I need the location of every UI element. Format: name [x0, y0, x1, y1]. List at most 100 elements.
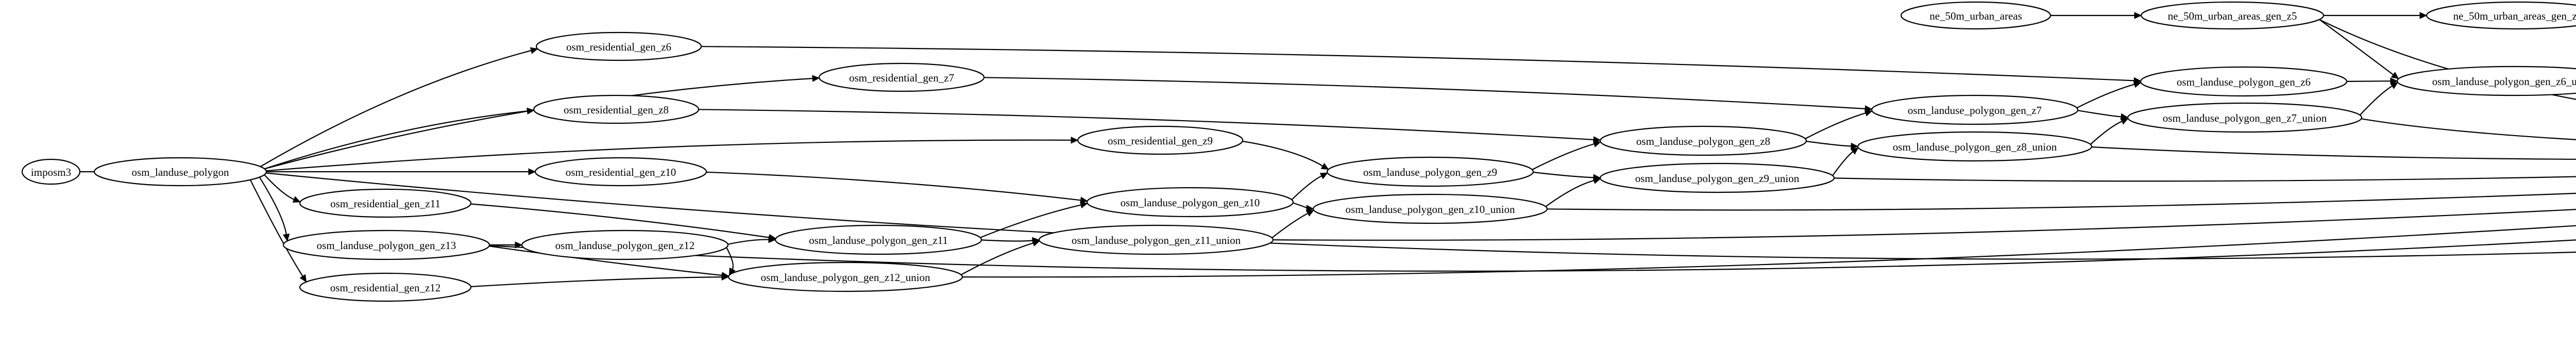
graph-edge: [264, 110, 528, 170]
edge-arrowhead: [768, 236, 776, 243]
graph-node-osm_landuse_polygon[interactable]: osm_landuse_polygon: [93, 157, 267, 187]
edge-arrowhead: [282, 233, 290, 242]
node-label: osm_landuse_polygon_gen_z7_union: [2163, 112, 2327, 124]
graph-node-ne_50m_urban_areas_gen_z5[interactable]: ne_50m_urban_areas_gen_z5: [2140, 1, 2325, 30]
graph-node-osm_landuse_polygon_gen_z7_union[interactable]: osm_landuse_polygon_gen_z7_union: [2127, 102, 2363, 133]
graph-node-osm_residential_gen_z12[interactable]: osm_residential_gen_z12: [299, 272, 472, 302]
node-shape: [299, 272, 472, 302]
edge-arrowhead: [721, 272, 730, 279]
graph-edge: [962, 225, 2576, 278]
graph-edge: [266, 139, 1072, 172]
graph-node-osm_residential_gen_z7[interactable]: osm_residential_gen_z7: [818, 62, 985, 92]
edge-arrowhead: [1319, 172, 1328, 179]
graph-node-osm_landuse_polygon_gen_z12[interactable]: osm_landuse_polygon_gen_z12: [521, 229, 729, 260]
node-shape: [2140, 1, 2325, 30]
node-label: ne_50m_urban_areas_gen_z5: [2168, 10, 2297, 22]
node-label: osm_landuse_polygon_gen_z10_union: [1346, 203, 1515, 216]
edge-arrowhead: [1071, 137, 1079, 144]
graph-node-osm_landuse_polygon_gen_z11_union[interactable]: osm_landuse_polygon_gen_z11_union: [1038, 224, 1274, 255]
edge-arrowhead: [1851, 142, 1859, 150]
edge-arrowhead: [530, 47, 538, 54]
graph-edge: [264, 78, 813, 170]
node-shape: [727, 261, 963, 292]
edge-arrowhead: [2120, 118, 2129, 125]
graph-node-osm_landuse_polygon_gen_z7[interactable]: osm_landuse_polygon_gen_z7: [1871, 94, 2079, 125]
node-label: osm_landuse_polygon_gen_z8: [1636, 135, 1770, 147]
node-shape: [299, 188, 472, 218]
edge-arrowhead: [2390, 77, 2398, 85]
graph-edge: [1272, 212, 1309, 239]
edge-arrowhead: [1080, 196, 1088, 204]
edge-arrowhead: [1306, 205, 1314, 212]
graph-node-osm_landuse_polygon_gen_z10[interactable]: osm_landuse_polygon_gen_z10: [1086, 187, 1294, 218]
graph-node-ne_50m_urban_areas_gen_z4[interactable]: ne_50m_urban_areas_gen_z4: [2426, 1, 2576, 30]
node-shape: [1599, 162, 1835, 193]
graph-node-osm_residential_gen_z10[interactable]: osm_residential_gen_z10: [534, 157, 707, 187]
graph-node-osm_residential_gen_z6[interactable]: osm_residential_gen_z6: [535, 31, 702, 61]
graph-edge: [489, 245, 722, 276]
edge-arrowhead: [2133, 81, 2142, 88]
node-label: osm_landuse_polygon_gen_z11: [809, 234, 948, 246]
edge-arrowhead: [1864, 109, 1873, 117]
graph-node-osm_landuse_polygon_gen_z6[interactable]: osm_landuse_polygon_gen_z6: [2140, 66, 2348, 97]
graph-edge: [984, 77, 1866, 109]
node-shape: [2426, 1, 2576, 30]
node-shape: [1900, 1, 2052, 30]
edge-arrowhead: [1320, 162, 1329, 170]
graph-edge: [1533, 171, 1594, 178]
graph-edge: [1532, 143, 1595, 170]
graph-node-osm_landuse_polygon_gen_z9[interactable]: osm_landuse_polygon_gen_z9: [1326, 156, 1534, 187]
graph-node-osm_landuse_polygon_gen_z13[interactable]: osm_landuse_polygon_gen_z13: [282, 229, 490, 260]
node-label: osm_residential_gen_z11: [330, 198, 440, 210]
graph-edge: [2076, 84, 2135, 109]
graph-node-ne_50m_urban_areas[interactable]: ne_50m_urban_areas: [1900, 1, 2052, 30]
graph-node-osm_landuse_polygon_gen_z10_union[interactable]: osm_landuse_polygon_gen_z10_union: [1312, 193, 1548, 224]
graph-edge: [1293, 202, 1308, 209]
graph-node-osm_residential_gen_z9[interactable]: osm_residential_gen_z9: [1077, 125, 1244, 155]
graph-edge: [1806, 140, 1852, 147]
node-label: osm_landuse_polygon_gen_z12: [555, 239, 695, 252]
node-label: osm_landuse_polygon_gen_z10: [1121, 196, 1260, 209]
node-label: imposm3: [31, 166, 71, 178]
node-shape: [1038, 224, 1274, 255]
graph-node-osm_residential_gen_z11[interactable]: osm_residential_gen_z11: [299, 188, 472, 218]
graph-edge: [1834, 176, 2576, 182]
node-label: osm_landuse_polygon_gen_z12_union: [761, 271, 930, 284]
graph-edge: [726, 247, 734, 270]
node-shape: [521, 229, 729, 260]
graph-node-osm_landuse_polygon_gen_z6_union[interactable]: osm_landuse_polygon_gen_z6_union: [2396, 65, 2576, 96]
graph-node-imposm3[interactable]: imposm3: [21, 158, 81, 185]
graph-node-osm_landuse_polygon_gen_z8[interactable]: osm_landuse_polygon_gen_z8: [1599, 125, 1807, 156]
node-label: osm_landuse_polygon_gen_z6_union: [2432, 75, 2576, 88]
graph-edge: [2359, 85, 2393, 116]
edge-arrowhead: [1031, 240, 1040, 246]
graph-node-osm_residential_gen_z8[interactable]: osm_residential_gen_z8: [533, 94, 700, 124]
node-shape: [1857, 131, 2093, 162]
node-label: osm_residential_gen_z9: [1108, 135, 1213, 147]
node-shape: [1599, 125, 1807, 156]
graph-edge: [701, 46, 2134, 81]
graph-node-osm_landuse_polygon_gen_z12_union[interactable]: osm_landuse_polygon_gen_z12_union: [727, 261, 963, 292]
graph-node-osm_landuse_polygon_gen_z9_union[interactable]: osm_landuse_polygon_gen_z9_union: [1599, 162, 1835, 193]
node-shape: [1326, 156, 1534, 187]
graph-edge: [706, 171, 1081, 201]
graph-edge: [249, 179, 303, 277]
graph-edge: [1545, 180, 1595, 207]
graph-edge: [260, 50, 532, 168]
node-label: osm_residential_gen_z7: [849, 72, 954, 84]
edge-arrowhead: [292, 196, 301, 203]
graph-edge: [1291, 175, 1322, 201]
node-label: osm_landuse_polygon_gen_z8_union: [1893, 141, 2057, 153]
graph-edge: [2090, 121, 2123, 145]
graph-node-osm_landuse_polygon_gen_z8_union[interactable]: osm_landuse_polygon_gen_z8_union: [1857, 131, 2093, 162]
node-shape: [1077, 125, 1244, 155]
node-label: osm_landuse_polygon_gen_z6: [2177, 76, 2311, 88]
edge-arrowhead: [1850, 147, 1859, 155]
graph-node-osm_landuse_polygon_gen_z11[interactable]: osm_landuse_polygon_gen_z11: [774, 224, 982, 255]
edge-arrowhead: [2134, 12, 2142, 19]
node-label: osm_landuse_polygon: [132, 166, 229, 178]
node-label: osm_residential_gen_z12: [330, 282, 441, 294]
node-shape: [534, 157, 707, 187]
graph-edge: [2077, 110, 2122, 118]
